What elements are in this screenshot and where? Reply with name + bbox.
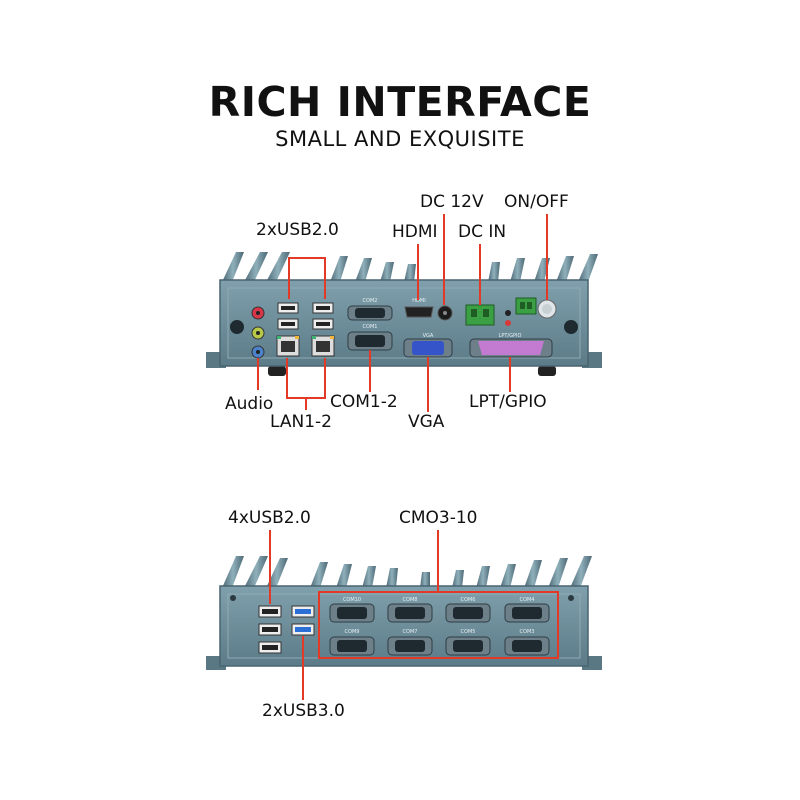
com8-mark: COM8 (403, 597, 418, 603)
label-front-usb3: 2xUSB3.0 (262, 701, 345, 721)
label-audio: Audio (225, 394, 274, 414)
lpt-mark: LPT/GPIO (499, 333, 522, 339)
rear-callouts (257, 214, 548, 412)
com4-mark: COM4 (520, 597, 535, 603)
label-hdmi: HDMI (392, 222, 438, 242)
rear-usb-ports (277, 302, 334, 330)
front-callouts (269, 530, 559, 700)
front-screw-right (568, 595, 574, 601)
rear-foot-left (268, 366, 286, 376)
vga-mark: VGA (423, 333, 434, 339)
com6-mark: COM6 (461, 597, 476, 603)
lan-ports (276, 335, 335, 357)
front-usb3-ports (291, 605, 315, 636)
front-usb2-ports (258, 605, 282, 654)
dc-in-terminal (465, 304, 511, 326)
label-com1-2: COM1-2 (330, 392, 398, 412)
com9-mark: COM9 (345, 629, 360, 635)
hdmi-mark: HDMI (412, 298, 425, 304)
com7-mark: COM7 (403, 629, 418, 635)
label-lan1-2: LAN1-2 (270, 412, 332, 432)
label-dc12v: DC 12V (420, 192, 484, 212)
label-dc-in: DC IN (458, 222, 507, 242)
page-title: RICH INTERFACE (208, 78, 592, 126)
rear-foot-right (538, 366, 556, 376)
front-screw-left (230, 595, 236, 601)
com2-mark: COM2 (363, 298, 378, 304)
front-com-ports: COM10 COM8 COM6 COM4 COM9 COM7 COM5 COM3 (329, 597, 550, 656)
label-vga: VGA (408, 412, 445, 432)
com1-mark: COM1 (363, 324, 378, 330)
label-rear-usb: 2xUSB2.0 (256, 220, 339, 240)
rear-panel: COM2 COM1 HDMI VGA (206, 214, 602, 412)
com5-mark: COM5 (461, 629, 476, 635)
hdmi-port: HDMI (404, 298, 434, 318)
rear-com-ports: COM2 COM1 (347, 298, 393, 351)
rear-mount-hole-right (564, 320, 578, 334)
power-button (537, 299, 557, 319)
label-lpt-gpio: LPT/GPIO (469, 392, 547, 412)
front-panel: COM10 COM8 COM6 COM4 COM9 COM7 COM5 COM3 (206, 530, 602, 700)
label-front-usb2: 4xUSB2.0 (228, 508, 311, 528)
label-on-off: ON/OFF (504, 192, 569, 212)
front-heatsink-fins (222, 556, 592, 588)
com3-mark: COM3 (520, 629, 535, 635)
rear-panel-border (227, 287, 581, 359)
audio-jacks (251, 306, 265, 359)
label-front-com: CMO3-10 (399, 508, 478, 528)
dc12v-jack (437, 305, 453, 321)
page-subtitle: SMALL AND EXQUISITE (275, 127, 525, 151)
gpio-terminal (515, 297, 537, 315)
rear-mount-hole-left (230, 320, 244, 334)
rear-heatsink-fins (222, 252, 598, 282)
com10-mark: COM10 (343, 597, 361, 603)
vga-port: VGA (403, 333, 453, 358)
